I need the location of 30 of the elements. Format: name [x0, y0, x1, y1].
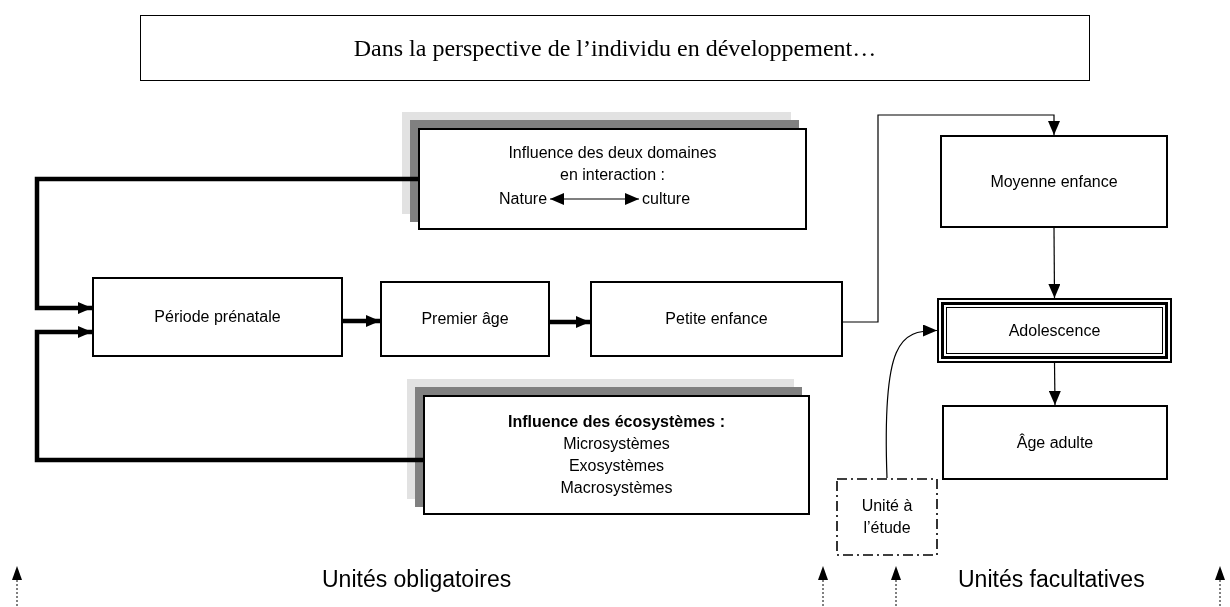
arrow	[885, 324, 938, 479]
influence-text: Microsystèmes Exosystèmes Macrosystèmes	[559, 434, 674, 498]
stage-box	[942, 405, 1168, 480]
double-arrow	[549, 193, 640, 205]
arrow	[34, 326, 423, 463]
stage-box	[92, 277, 343, 357]
study-unit-label: Unité à l’étude	[860, 496, 914, 538]
stage-label: Petite enfance	[665, 309, 768, 329]
heading-text: Dans la perspective de l’individu en développement…	[353, 34, 877, 63]
study-unit-box	[836, 478, 938, 556]
influence-heading: Influence des écosystèmes :	[507, 412, 726, 432]
stage-box	[590, 281, 843, 357]
stage-label: Moyenne enfance	[990, 171, 1118, 192]
stage-label: Période prénatale	[154, 307, 281, 327]
arrow	[343, 315, 380, 327]
arrow	[34, 176, 418, 314]
arrow	[1048, 362, 1061, 406]
arrow	[550, 316, 590, 328]
stage-box	[940, 135, 1168, 228]
arrow	[1048, 227, 1061, 299]
highlighted-stage-box	[937, 298, 1172, 363]
unit-group-label: Unités obligatoires	[322, 566, 512, 593]
stage-label: Âge adulte	[1016, 432, 1094, 453]
stage-label: Adolescence	[1008, 320, 1101, 341]
influence-text: Influence des deux domaines en interaction :	[507, 143, 718, 185]
stage-label: Premier âge	[421, 309, 509, 329]
heading-box	[140, 15, 1090, 81]
arrow	[842, 114, 1060, 323]
unit-group-label: Unités facultatives	[958, 566, 1145, 593]
stage-box	[380, 281, 550, 357]
